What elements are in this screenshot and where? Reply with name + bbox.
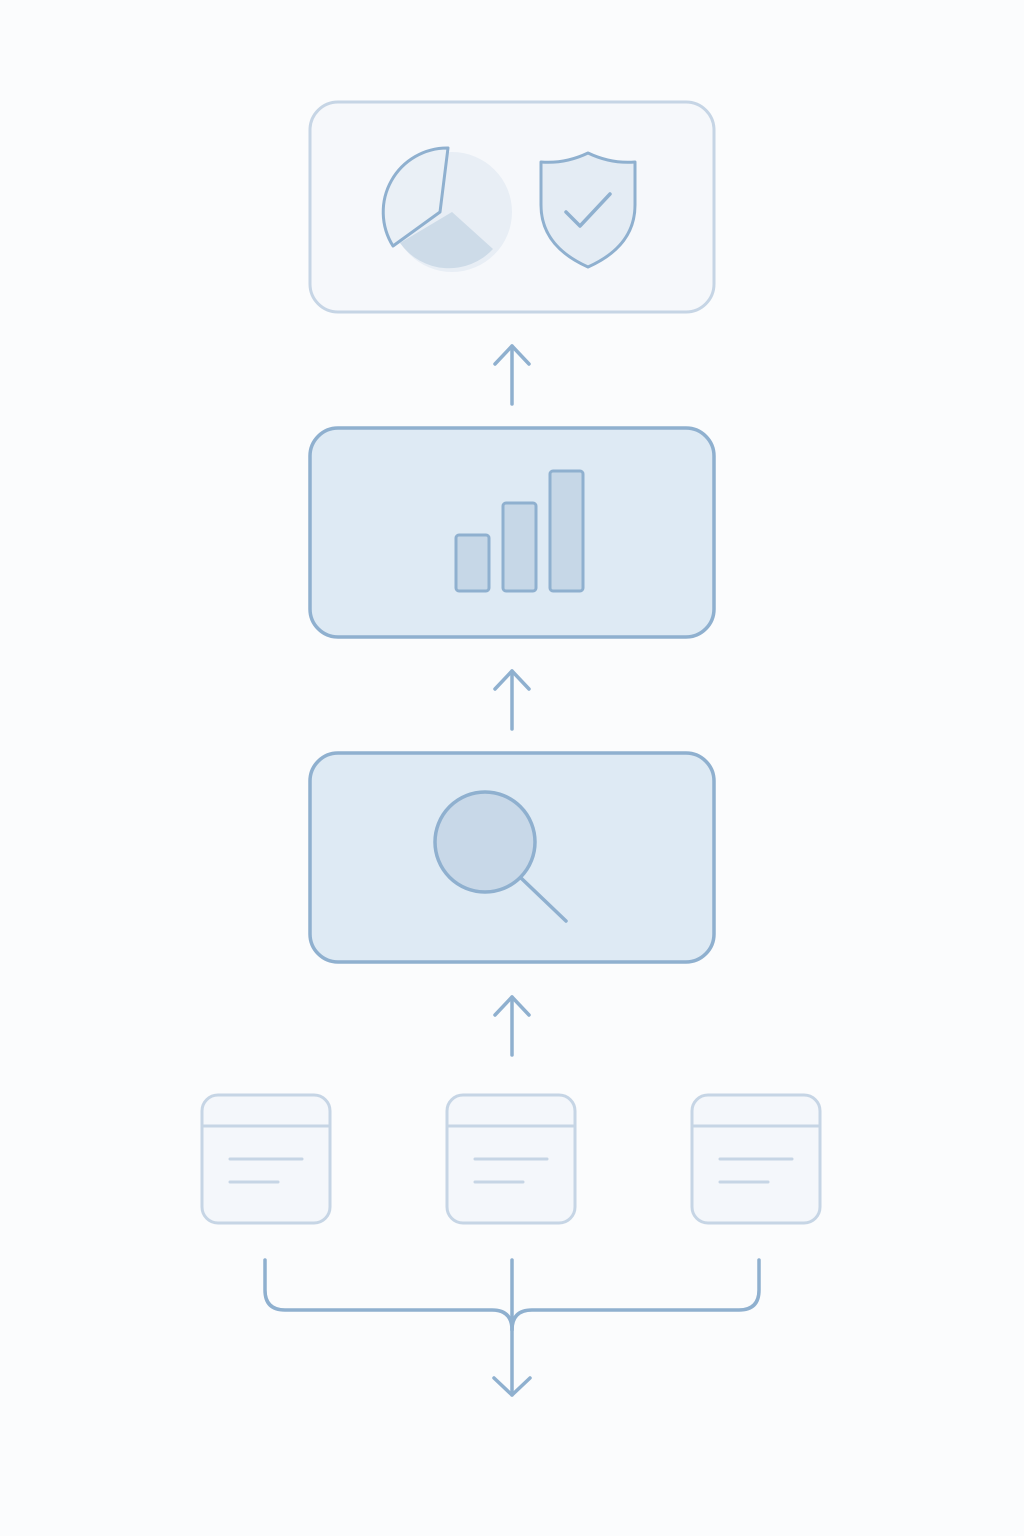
pie-chart-icon	[381, 146, 512, 272]
document-card	[445, 1093, 577, 1225]
bar-chart-icon	[454, 469, 585, 593]
magnifier-icon	[433, 790, 568, 923]
analytics-box	[308, 426, 716, 639]
document-card	[690, 1093, 822, 1225]
arrow-up-icon	[493, 344, 531, 406]
search-box	[308, 751, 716, 964]
insights-security-box	[308, 100, 716, 314]
document-card	[200, 1093, 332, 1225]
shield-check-icon	[539, 151, 637, 269]
arrow-up-icon	[493, 669, 531, 731]
arrow-up-icon	[493, 995, 531, 1057]
merge-arrow-down-icon	[263, 1258, 761, 1397]
